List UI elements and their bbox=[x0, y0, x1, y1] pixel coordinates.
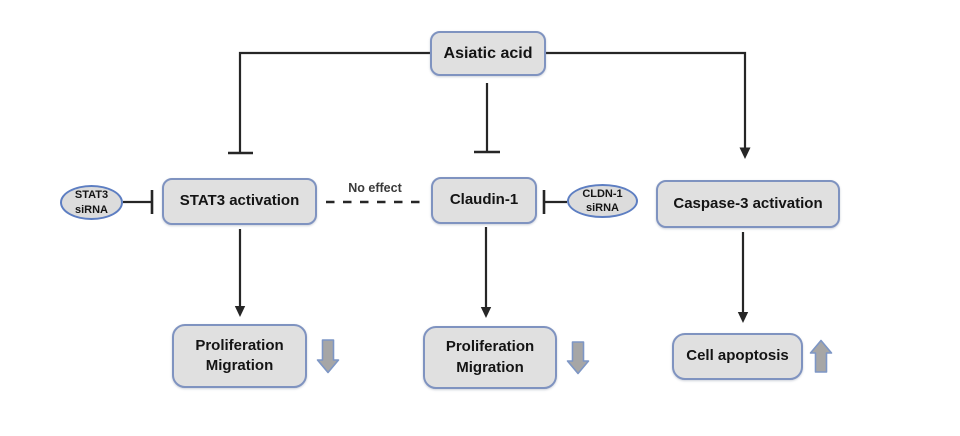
node-proliferation-migration-middle: Proliferation Migration bbox=[423, 326, 557, 389]
node-cldn1-sirna-line2: siRNA bbox=[585, 202, 619, 214]
node-proliferation-migration-middle-line2: Migration bbox=[456, 358, 524, 376]
decrease-block-arrow-icon-middle bbox=[566, 341, 590, 375]
node-caspase3-activation-label: Caspase-3 activation bbox=[673, 194, 823, 212]
node-proliferation-migration-left-line2: Migration bbox=[205, 357, 274, 374]
arrowhead-stat3-to-proliferation bbox=[234, 306, 246, 317]
activate-connector-asiatic-to-caspase3 bbox=[546, 51, 747, 149]
arrowhead-caspase3-to-apoptosis bbox=[737, 312, 749, 323]
arrowhead-asiatic-to-caspase3 bbox=[739, 147, 751, 159]
arrowhead-claudin1-to-proliferation bbox=[480, 307, 492, 318]
node-cell-apoptosis-label: Cell apoptosis bbox=[686, 347, 789, 365]
decrease-block-arrow-icon-left bbox=[316, 339, 340, 374]
node-stat3-sirna: STAT3 siRNA bbox=[60, 185, 123, 220]
node-proliferation-migration-middle-line1: Proliferation bbox=[445, 338, 535, 356]
node-stat3-sirna-line2: siRNA bbox=[74, 203, 108, 216]
node-claudin-1: Claudin-1 bbox=[431, 177, 537, 224]
node-proliferation-migration-left: Proliferation Migration bbox=[172, 324, 307, 388]
node-cell-apoptosis: Cell apoptosis bbox=[672, 333, 803, 380]
node-asiatic-acid-label: Asiatic acid bbox=[443, 44, 533, 62]
node-cldn1-sirna-line1: CLDN-1 bbox=[582, 187, 623, 200]
node-caspase3-activation: Caspase-3 activation bbox=[656, 180, 840, 228]
node-stat3-sirna-line1: STAT3 bbox=[74, 189, 109, 202]
node-stat3-activation-label: STAT3 activation bbox=[179, 192, 300, 210]
inhibit-connector-asiatic-to-stat3 bbox=[238, 51, 430, 152]
node-cldn1-sirna: CLDN-1 siRNA bbox=[567, 184, 638, 218]
node-claudin-1-label: Claudin-1 bbox=[449, 191, 519, 209]
node-stat3-activation: STAT3 activation bbox=[162, 178, 317, 225]
node-asiatic-acid: Asiatic acid bbox=[430, 31, 546, 76]
node-proliferation-migration-left-line1: Proliferation bbox=[195, 336, 284, 354]
no-effect-label: No effect bbox=[348, 181, 402, 195]
increase-block-arrow-icon-right bbox=[809, 339, 833, 373]
